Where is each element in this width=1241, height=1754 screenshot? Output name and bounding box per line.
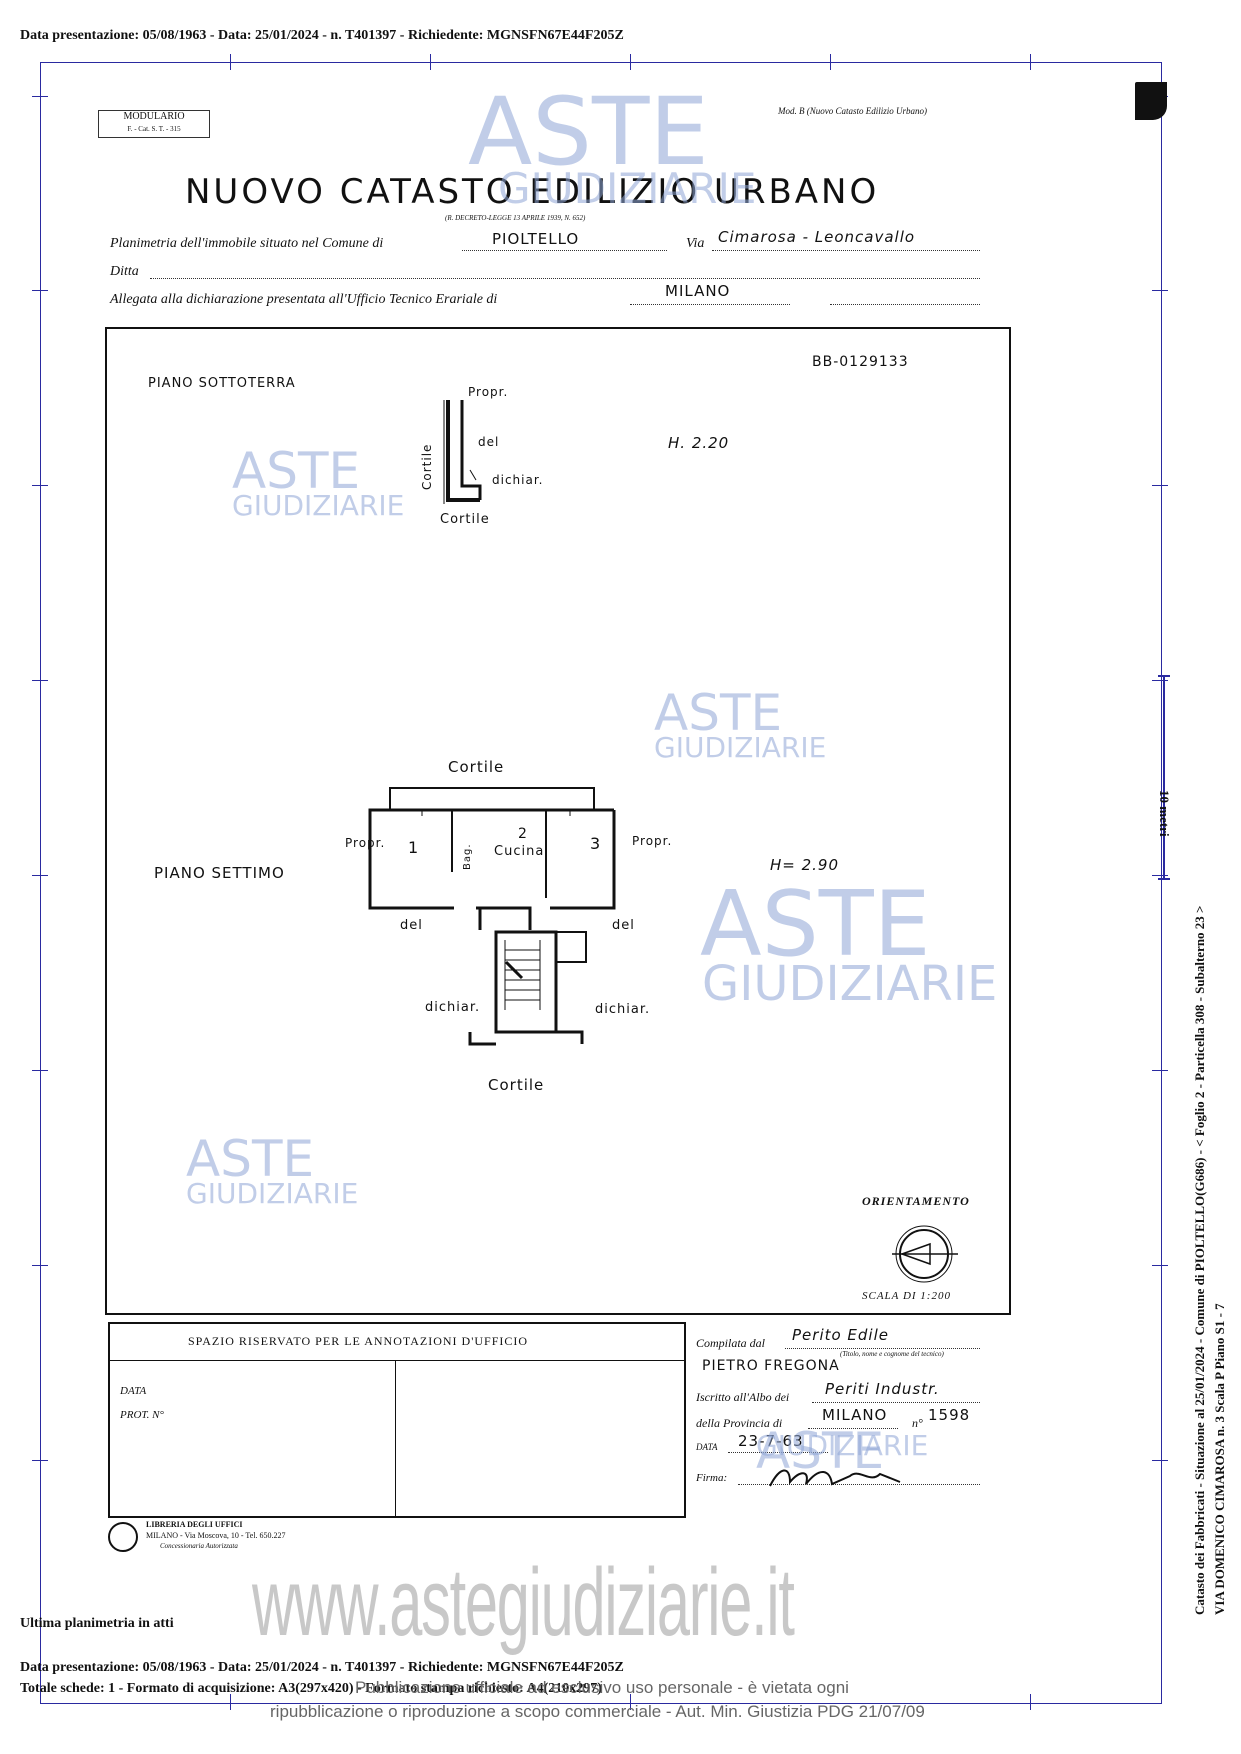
provincia-label: della Provincia di: [696, 1416, 783, 1430]
allegata-label: Allegata alla dichiarazione presentata a…: [110, 292, 498, 307]
watermark-giudiziarie-3: GIUDIZIARIE: [654, 731, 827, 764]
floor-plan: [105, 327, 1011, 1315]
printer-line2: MILANO - Via Moscova, 10 - Tel. 650.227: [146, 1531, 286, 1540]
watermark-url: www.astegiudiziarie.it: [252, 1549, 795, 1656]
printer-line3: Concessionaria Autorizzata: [160, 1542, 238, 1550]
orientation-label: ORIENTAMENTO: [862, 1194, 970, 1208]
annotations-data: DATA: [120, 1385, 147, 1397]
footer-notice1: Pubblicazione ufficiale ad esclusivo uso…: [355, 1678, 849, 1697]
numero-label: n°: [912, 1416, 923, 1430]
seventh-right-propr: Propr.: [632, 834, 673, 848]
room-2-name: Cucina: [494, 844, 545, 859]
room-1: 1: [408, 838, 420, 857]
basement-cellar-drawing: [443, 400, 482, 504]
seventh-dichiar-left: dichiar.: [425, 1000, 481, 1015]
provincia-value: MILANO: [822, 1406, 888, 1424]
watermark-giudiziarie-1: GIUDIZIARIE: [498, 164, 757, 213]
compiler-name: PIETRO FREGONA: [702, 1358, 840, 1374]
printer-line1: LIBRERIA DEGLI UFFICI: [146, 1520, 243, 1529]
header-info: Data presentazione: 05/08/1963 - Data: 2…: [20, 28, 624, 43]
watermark-giudiziarie-5: GIUDIZIARIE: [186, 1177, 359, 1210]
watermark-aste-1: ASTE: [468, 78, 709, 187]
room-3: 3: [590, 834, 602, 853]
iscritto-label: Iscritto all'Albo dei: [696, 1390, 790, 1404]
basement-del: del: [478, 435, 500, 449]
bagno: Bag.: [462, 843, 473, 870]
watermark-aste-3: ASTE: [654, 684, 783, 742]
page-frame: [40, 62, 1162, 1704]
watermark-giudiziarie-2: GIUDIZIARIE: [232, 489, 405, 522]
seventh-label: PIANO SETTIMO: [154, 864, 285, 882]
numero-value: 1598: [928, 1406, 971, 1424]
watermark-giudiziarie-4: GIUDIZIARIE: [702, 956, 998, 1012]
compass-icon: [892, 1225, 958, 1283]
signature: [769, 1469, 901, 1487]
watermark-aste-5: ASTE: [186, 1130, 315, 1188]
basement-propr: Propr.: [468, 385, 509, 399]
footer-line2: Totale schede: 1 - Formato di acquisizio…: [20, 1681, 602, 1696]
via-value: Cimarosa - Leoncavallo: [718, 228, 916, 246]
basement-height: H. 2.20: [668, 434, 730, 452]
annotations-box: [108, 1322, 686, 1518]
room-2: 2: [518, 826, 528, 842]
seventh-height: H= 2.90: [770, 856, 840, 874]
ink-mark: [1135, 82, 1167, 120]
compilata-label: Compilata dal: [696, 1336, 766, 1350]
seventh-dichiar-right: dichiar.: [595, 1002, 651, 1017]
sheet-subtitle: (R. DECRETO-LEGGE 13 APRILE 1939, N. 652…: [445, 214, 586, 222]
basement-cortile-side: Cortile: [420, 443, 434, 490]
watermark-giudiziarie-6: GIUDIZIARIE: [756, 1429, 929, 1462]
comune-value: PIOLTELLO: [492, 230, 580, 248]
compilata-value: Perito Edile: [792, 1326, 889, 1344]
scale-bar: [1163, 675, 1165, 880]
albo-value: Periti Industr.: [825, 1380, 940, 1398]
ufficio-value: MILANO: [665, 282, 731, 300]
plan-scale: SCALA DI 1:200: [862, 1290, 951, 1302]
compilata-note: (Titolo, nome e cognome del tecnico): [840, 1350, 944, 1358]
modulario-box: MODULARIO F. - Cat. S. T. - 315: [98, 110, 210, 138]
model-label: Mod. B (Nuovo Catasto Edilizio Urbano): [778, 106, 927, 116]
watermark-aste-4: ASTE: [700, 872, 931, 977]
seventh-del-right: del: [612, 918, 635, 933]
side-cadastral-info: Catasto dei Fabbricati - Situazione al 2…: [1192, 905, 1227, 1615]
seventh-left-propr: Propr.: [345, 836, 386, 850]
compiler-data-value: 23-7-63: [738, 1432, 804, 1450]
printer-logo-icon: [108, 1522, 138, 1552]
basement-label: PIANO SOTTOTERRA: [148, 376, 296, 391]
ditta-label: Ditta: [110, 264, 139, 279]
compiler-data-label: DATA: [696, 1442, 718, 1452]
seventh-del-left: del: [400, 918, 423, 933]
annotations-prot: PROT. N°: [120, 1409, 164, 1421]
annotations-title: SPAZIO RISERVATO PER LE ANNOTAZIONI D'UF…: [188, 1334, 529, 1348]
footer-line1: Data presentazione: 05/08/1963 - Data: 2…: [20, 1660, 624, 1675]
watermark-aste-6: ASTE: [756, 1422, 885, 1480]
sheet-title: NUOVO CATASTO EDILIZIO URBANO: [185, 172, 880, 212]
plan-code: BB-0129133: [812, 354, 909, 370]
basement-cortile-bottom: Cortile: [440, 512, 490, 527]
planimetria-label: Planimetria dell'immobile situato nel Co…: [110, 236, 384, 251]
watermark-aste-2: ASTE: [232, 442, 361, 500]
footer-ultima: Ultima planimetria in atti: [20, 1616, 174, 1631]
seventh-floor-drawing: [368, 787, 616, 1046]
seventh-cortile-bottom: Cortile: [488, 1076, 545, 1094]
via-label: Via: [686, 236, 705, 251]
scale-bar-label: 10 metri: [1157, 790, 1172, 837]
firma-label: Firma:: [696, 1472, 728, 1484]
basement-dichiar: dichiar.: [492, 473, 544, 487]
footer-notice2: ripubblicazione o riproduzione a scopo c…: [270, 1702, 925, 1721]
seventh-cortile-top: Cortile: [448, 758, 505, 776]
